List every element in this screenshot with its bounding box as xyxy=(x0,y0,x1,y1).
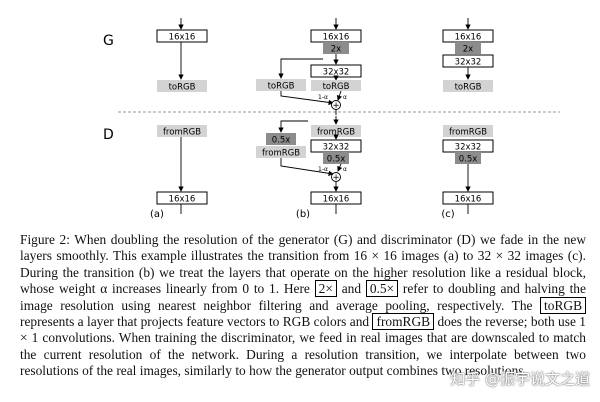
a-d-fromrgb-text: fromRGB xyxy=(163,128,201,138)
column-a: 16x16 toRGB fromRGB 16x16 (a) xyxy=(150,18,208,220)
caption-box-fromrgb: fromRGB xyxy=(372,313,435,331)
figure-diagram: G D 16x16 toRGB fromRGB 16x16 (a) 16x16 … xyxy=(103,18,560,220)
b-d-fromrgb-high-box xyxy=(311,125,361,137)
b-d-05x-left-box xyxy=(266,133,296,145)
b-g-alpha-left: 1-α xyxy=(318,94,328,101)
b-d-05x-right-text: 0.5x xyxy=(327,155,346,165)
caption-part3: represents a layer that projects feature… xyxy=(20,314,370,330)
b-g-torgb-low-text: toRGB xyxy=(268,82,295,92)
c-g-2x-box xyxy=(455,42,481,54)
caption-box-2x: 2× xyxy=(314,280,337,298)
a-d-fromrgb-box xyxy=(157,125,207,137)
column-c: 16x16 2x 32x32 toRGB fromRGB 32x32 0.5x … xyxy=(441,18,494,220)
b-d-fromrgb-low-text: fromRGB xyxy=(262,149,300,159)
b-g-32x32-text: 32x32 xyxy=(323,68,350,78)
a-g-16x16-box xyxy=(156,29,208,43)
caption-part2: refer to doubling and halving the image … xyxy=(20,281,586,313)
c-g-torgb-text: toRGB xyxy=(455,83,482,93)
c-d-fromrgb-box xyxy=(443,125,493,137)
column-a-label: (a) xyxy=(150,209,164,220)
b-g-torgb-low-box xyxy=(256,79,306,91)
column-b: 16x16 2x 32x32 toRGB toRGB 1-α α + fromR… xyxy=(256,18,362,220)
b-g-alpha-right: α xyxy=(343,94,347,101)
caption-box-torgb: toRGB xyxy=(540,296,586,314)
b-d-plus-circle xyxy=(331,172,341,182)
b-d-plus-text: + xyxy=(332,173,339,183)
a-d-16x16-box xyxy=(156,191,208,205)
figure-caption: Figure 2: When doubling the resolution o… xyxy=(20,232,586,380)
b-g-2x-box xyxy=(323,42,349,54)
b-g-plus-text: + xyxy=(332,101,339,111)
b-d-16x16-text: 16x16 xyxy=(323,195,350,205)
column-c-label: (c) xyxy=(441,209,454,220)
c-d-32x32-text: 32x32 xyxy=(455,143,482,153)
c-d-16x16-text: 16x16 xyxy=(455,195,482,205)
column-b-label: (b) xyxy=(296,209,310,220)
b-d-05x-right-box xyxy=(323,152,349,164)
a-g-16x16-text: 16x16 xyxy=(169,33,196,43)
b-d-05x-left-text: 0.5x xyxy=(272,136,291,146)
watermark: 知乎 @振宇说文之道 xyxy=(450,370,590,388)
b-d-alpha-right: α xyxy=(343,166,347,173)
b-g-2x-text: 2x xyxy=(331,45,341,55)
c-d-fromrgb-text: fromRGB xyxy=(449,128,487,138)
b-d-fromrgb-low-box xyxy=(256,146,306,158)
discriminator-label: D xyxy=(103,127,114,143)
b-g-torgb-high-text: toRGB xyxy=(323,82,350,92)
c-g-16x16-text: 16x16 xyxy=(455,33,482,43)
a-g-torgb-text: toRGB xyxy=(169,83,196,93)
b-d-alpha-left: 1-α xyxy=(318,166,328,173)
c-g-torgb-box xyxy=(443,80,493,92)
caption-and: and xyxy=(341,281,362,297)
b-g-plus-circle xyxy=(331,100,341,110)
b-g-16x16-text: 16x16 xyxy=(323,33,350,43)
c-g-2x-text: 2x xyxy=(463,45,473,55)
b-d-fromrgb-high-text: fromRGB xyxy=(317,128,355,138)
c-g-32x32-text: 32x32 xyxy=(455,58,482,68)
generator-label: G xyxy=(103,33,114,49)
c-d-05x-box xyxy=(455,152,481,164)
a-g-torgb-box xyxy=(157,80,207,92)
a-d-16x16-text: 16x16 xyxy=(169,195,196,205)
caption-part1: Figure 2: When doubling the resolution o… xyxy=(20,232,586,297)
b-d-32x32-text: 32x32 xyxy=(323,143,350,153)
caption-box-05x: 0.5× xyxy=(365,280,399,298)
c-d-05x-text: 0.5x xyxy=(459,155,478,165)
caption-part4: does the reverse; both use 1 × 1 convolu… xyxy=(20,314,586,379)
b-g-torgb-high-box xyxy=(311,80,361,91)
